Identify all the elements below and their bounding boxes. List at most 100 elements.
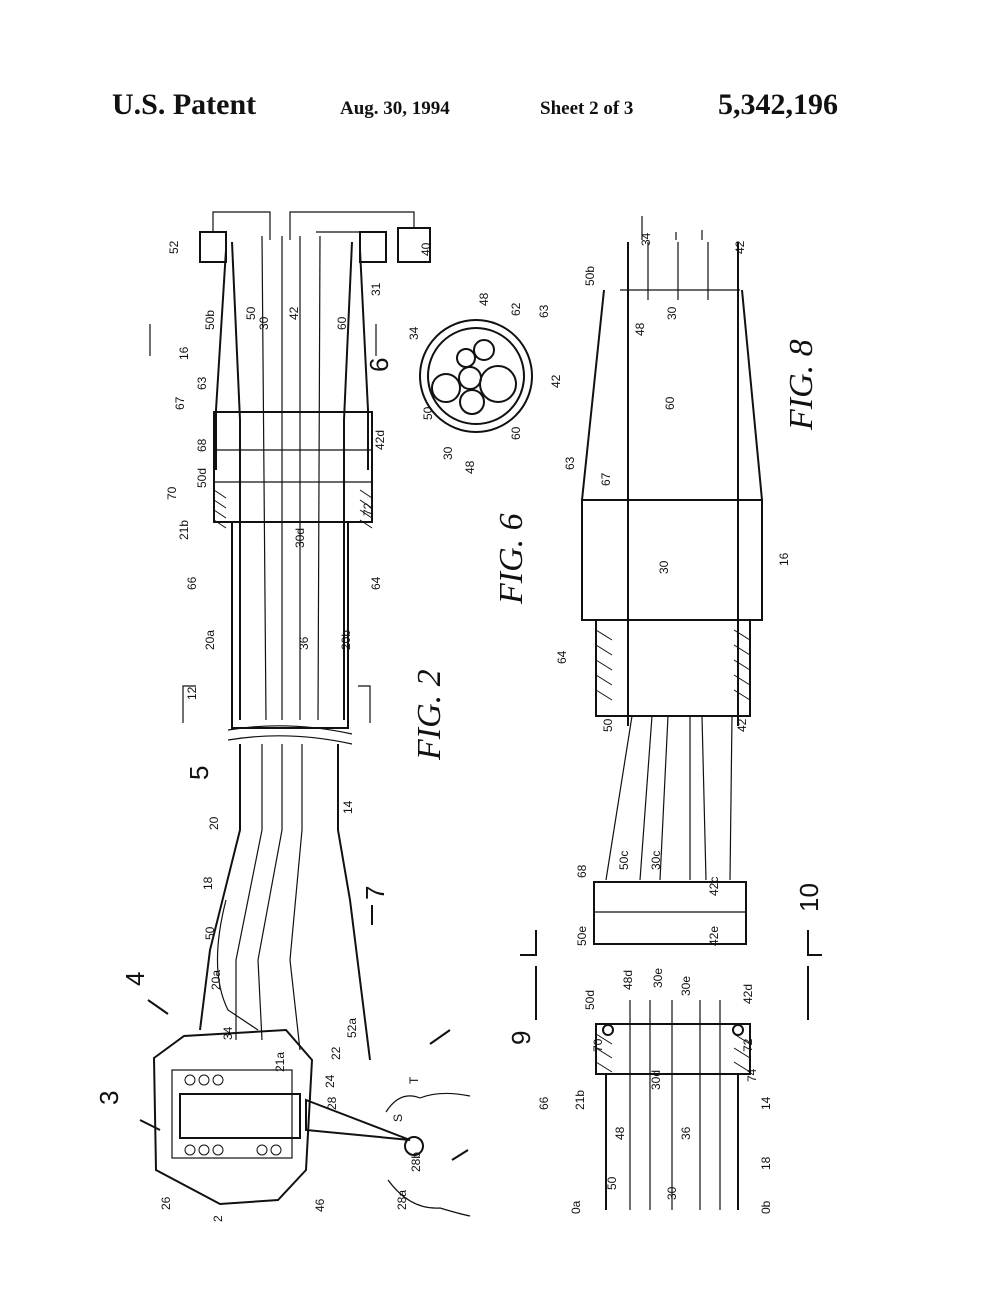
fig9-ref-label: 72 bbox=[741, 1038, 755, 1052]
patent-date: Aug. 30, 1994 bbox=[340, 98, 450, 119]
fig2-ref-label: 34 bbox=[221, 1026, 235, 1040]
patent-label: U.S. Patent bbox=[112, 88, 257, 121]
fig2-ref-label: 60 bbox=[335, 316, 349, 330]
fig8-ref-label: 48 bbox=[633, 322, 647, 336]
fig2-ref-label: 26 bbox=[159, 1196, 173, 1210]
fig6-ref-label: 42 bbox=[549, 374, 563, 388]
fig2-ref-label: 52 bbox=[167, 240, 181, 254]
fig2-ref-label: 30d bbox=[293, 528, 307, 548]
fig2-ref-label: T bbox=[407, 1076, 421, 1084]
fig8-ref-label: 30 bbox=[665, 306, 679, 320]
fig9-ref-label: 48d bbox=[621, 970, 635, 990]
fig2-ref-label: 36 bbox=[297, 636, 311, 650]
fig8-title: FIG. 8 bbox=[783, 339, 820, 431]
fig9-ref-label: 50 bbox=[605, 1176, 619, 1190]
fig9-ref-label: 14 bbox=[759, 1096, 773, 1110]
fig2-ref-label: 7 bbox=[360, 886, 390, 900]
figure-9-drawing bbox=[535, 966, 809, 1210]
fig8-ref-label: 67 bbox=[599, 472, 613, 486]
fig6-ref-label: 48 bbox=[477, 292, 491, 306]
fig9-ref-label: 36 bbox=[679, 1126, 693, 1140]
fig2-ref-label: 50 bbox=[203, 926, 217, 940]
fig2-ref-label: S bbox=[391, 1114, 405, 1122]
fig2-ref-label: 40 bbox=[419, 242, 433, 256]
figure-6-drawing bbox=[419, 319, 533, 433]
fig8-ref-label: 42c bbox=[707, 877, 721, 896]
fig2-ref-label: 6 bbox=[364, 358, 394, 372]
fig9-ref-label: 21b bbox=[573, 1090, 587, 1110]
fig8-ref-label: 60 bbox=[663, 396, 677, 410]
fig2-ref-label: 42 bbox=[287, 306, 301, 320]
fig2-ref-label: 16 bbox=[177, 346, 191, 360]
figure-8-drawing bbox=[520, 216, 822, 956]
fig8-ref-label: 34 bbox=[639, 232, 653, 246]
fig8-ref-label: 30c bbox=[649, 851, 663, 870]
fig2-ref-label: 72 bbox=[361, 502, 375, 516]
fig2-ref-label: 64 bbox=[369, 576, 383, 590]
fig2-ref-label: 18 bbox=[201, 876, 215, 890]
fig2-ref-label: 28a bbox=[395, 1190, 409, 1210]
fig9-ref-label: 74 bbox=[745, 1068, 759, 1082]
fig6-ref-label: 63 bbox=[537, 304, 551, 318]
fig2-ref-label: 46 bbox=[313, 1198, 327, 1212]
fig8-ref-label: 10 bbox=[794, 883, 824, 912]
fig2-ref-label: 52a bbox=[345, 1018, 359, 1038]
fig2-ref-label: 2 bbox=[211, 1215, 225, 1222]
fig2-ref-label: 20 bbox=[207, 816, 221, 830]
figure-2-drawing bbox=[139, 211, 471, 1217]
fig9-ref-label: 0a bbox=[569, 1200, 583, 1214]
fig2-ref-label: 20a bbox=[209, 970, 223, 990]
fig8-ref-label: 68 bbox=[575, 864, 589, 878]
box-52 bbox=[199, 231, 227, 263]
fig8-ref-label: 50 bbox=[601, 718, 615, 732]
fig2-ref-label: 68 bbox=[195, 438, 209, 452]
fig2-ref-label: 22 bbox=[329, 1046, 343, 1060]
fig9-ref-label: 48 bbox=[613, 1126, 627, 1140]
fig2-ref-label: 50d bbox=[195, 468, 209, 488]
patent-number: 5,342,196 bbox=[718, 88, 838, 121]
fig8-ref-label: 42 bbox=[735, 718, 749, 732]
fig2-ref-label: 3 bbox=[94, 1091, 124, 1105]
fig2-ref-label: 70 bbox=[165, 486, 179, 500]
fig6-ref-label: 34 bbox=[407, 326, 421, 340]
fig2-ref-label: 14 bbox=[341, 800, 355, 814]
fig6-ref-label: 30 bbox=[441, 446, 455, 460]
fig2-ref-label: 21b bbox=[177, 520, 191, 540]
fig2-ref-label: 20b bbox=[339, 630, 353, 650]
fig6-title: FIG. 6 bbox=[493, 513, 530, 605]
box-31 bbox=[359, 231, 387, 263]
fig8-ref-label: 63 bbox=[563, 456, 577, 470]
fig2-ref-label: 50b bbox=[203, 310, 217, 330]
fig9-ref-label: 30d bbox=[649, 1070, 663, 1090]
fig2-ref-label: 20a bbox=[203, 630, 217, 650]
fig6-ref-label: 48 bbox=[463, 460, 477, 474]
fig2-ref-label: 31 bbox=[369, 282, 383, 296]
fig2-ref-label: 63 bbox=[195, 376, 209, 390]
fig8-ref-label: 16 bbox=[777, 552, 791, 566]
fig6-ref-label: 60 bbox=[509, 426, 523, 440]
fig6-ref-label: 62 bbox=[509, 302, 523, 316]
fig8-ref-label: 50e bbox=[575, 926, 589, 946]
sheet-info: Sheet 2 of 3 bbox=[540, 98, 634, 119]
fig8-ref-label: 42 bbox=[733, 240, 747, 254]
fig9-ref-label: 50d bbox=[583, 990, 597, 1010]
fig2-ref-label: 4 bbox=[120, 972, 150, 986]
patent-header: U.S. Patent Aug. 30, 1994 Sheet 2 of 3 5… bbox=[0, 88, 1000, 128]
fig9-ref-label: 70 bbox=[591, 1038, 605, 1052]
fig2-ref-label: 24 bbox=[323, 1074, 337, 1088]
fig2-ref-label: 21a bbox=[273, 1052, 287, 1072]
fig2-ref-label: 66 bbox=[185, 576, 199, 590]
fig2-ref-label: 67 bbox=[173, 396, 187, 410]
fig9-ref-label: 42d bbox=[741, 984, 755, 1004]
fig2-ref-label: 50 bbox=[244, 306, 258, 320]
fig2-ref-label: 28b bbox=[409, 1152, 423, 1172]
fig9-ref-label: 66 bbox=[537, 1096, 551, 1110]
fig8-ref-label: 42e bbox=[707, 926, 721, 946]
fig2-ref-label: 12 bbox=[185, 686, 199, 700]
fig9-ref-label: 18 bbox=[759, 1156, 773, 1170]
fig2-ref-label: 28 bbox=[325, 1096, 339, 1110]
fig9-ref-label: 30e bbox=[679, 976, 693, 996]
fig2-title: FIG. 2 bbox=[411, 669, 448, 761]
